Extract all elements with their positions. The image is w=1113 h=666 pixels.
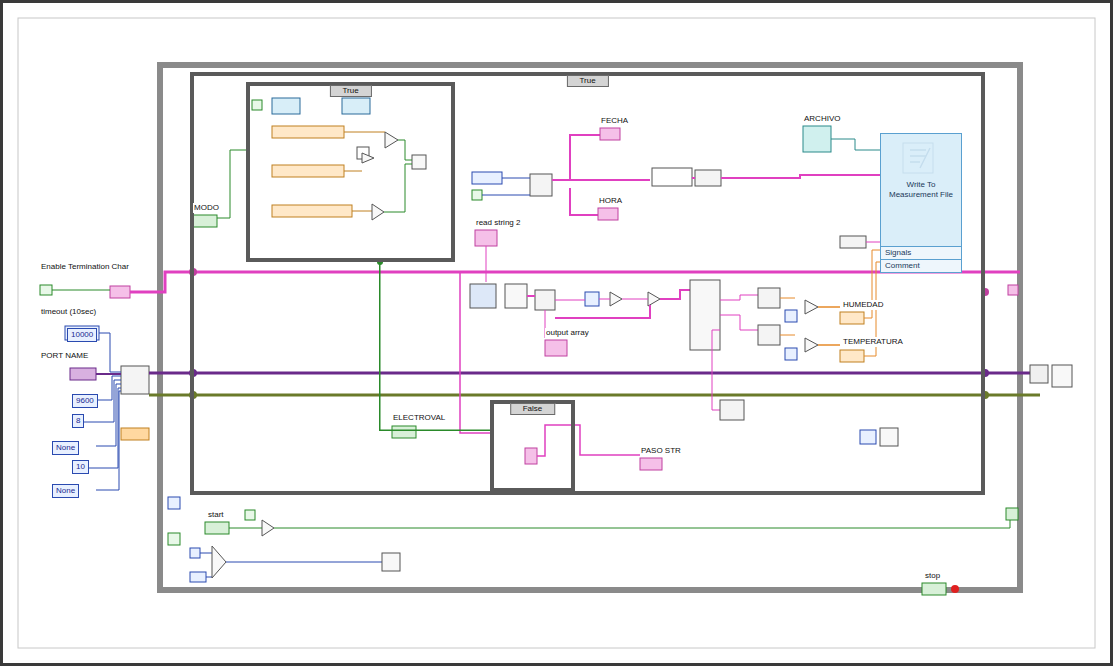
terminal-label: HORA — [598, 196, 623, 206]
terminal-label: PASO STR — [640, 446, 682, 456]
terminal-label: output array — [545, 328, 590, 338]
numeric-constant: 9600 — [72, 394, 98, 408]
boolean-wire — [380, 262, 490, 430]
terminal-label: ARCHIVO — [803, 114, 841, 124]
case-selector: True — [329, 85, 371, 97]
case-structure: True — [246, 82, 455, 262]
terminal-label: TEMPERATURA — [842, 337, 904, 347]
case-structure: TrueTrueFalseWrite To Measurement FileSi… — [190, 72, 985, 495]
vi-terminal: Comment — [881, 259, 961, 272]
vi-title: Write To Measurement File — [881, 178, 961, 246]
terminal-label: start — [207, 510, 225, 520]
numeric-constant: 10 — [72, 460, 89, 474]
express-vi: Write To Measurement FileSignalsComment — [880, 133, 962, 273]
vi-terminal: Signals — [881, 246, 961, 259]
case-selector: True — [566, 75, 608, 87]
terminal-label: ELECTROVAL — [392, 413, 446, 423]
numeric-constant: None — [52, 484, 79, 498]
numeric-constant: 8 — [72, 414, 84, 428]
terminal-label: PORT NAME — [40, 351, 89, 361]
terminal-label: Enable Termination Char — [40, 262, 130, 272]
numeric-constant: 10000 — [67, 328, 97, 342]
numeric-constant: None — [52, 441, 79, 455]
terminal-label: HUMEDAD — [842, 300, 884, 310]
terminal-label: timeout (10sec) — [40, 307, 97, 317]
terminal-label: MODO — [193, 203, 220, 213]
terminal-label: stop — [924, 571, 941, 581]
case-selector: False — [510, 403, 556, 415]
terminal-label: read string 2 — [475, 218, 521, 228]
case-structure: False — [490, 400, 575, 492]
terminal-label: FECHA — [600, 116, 629, 126]
